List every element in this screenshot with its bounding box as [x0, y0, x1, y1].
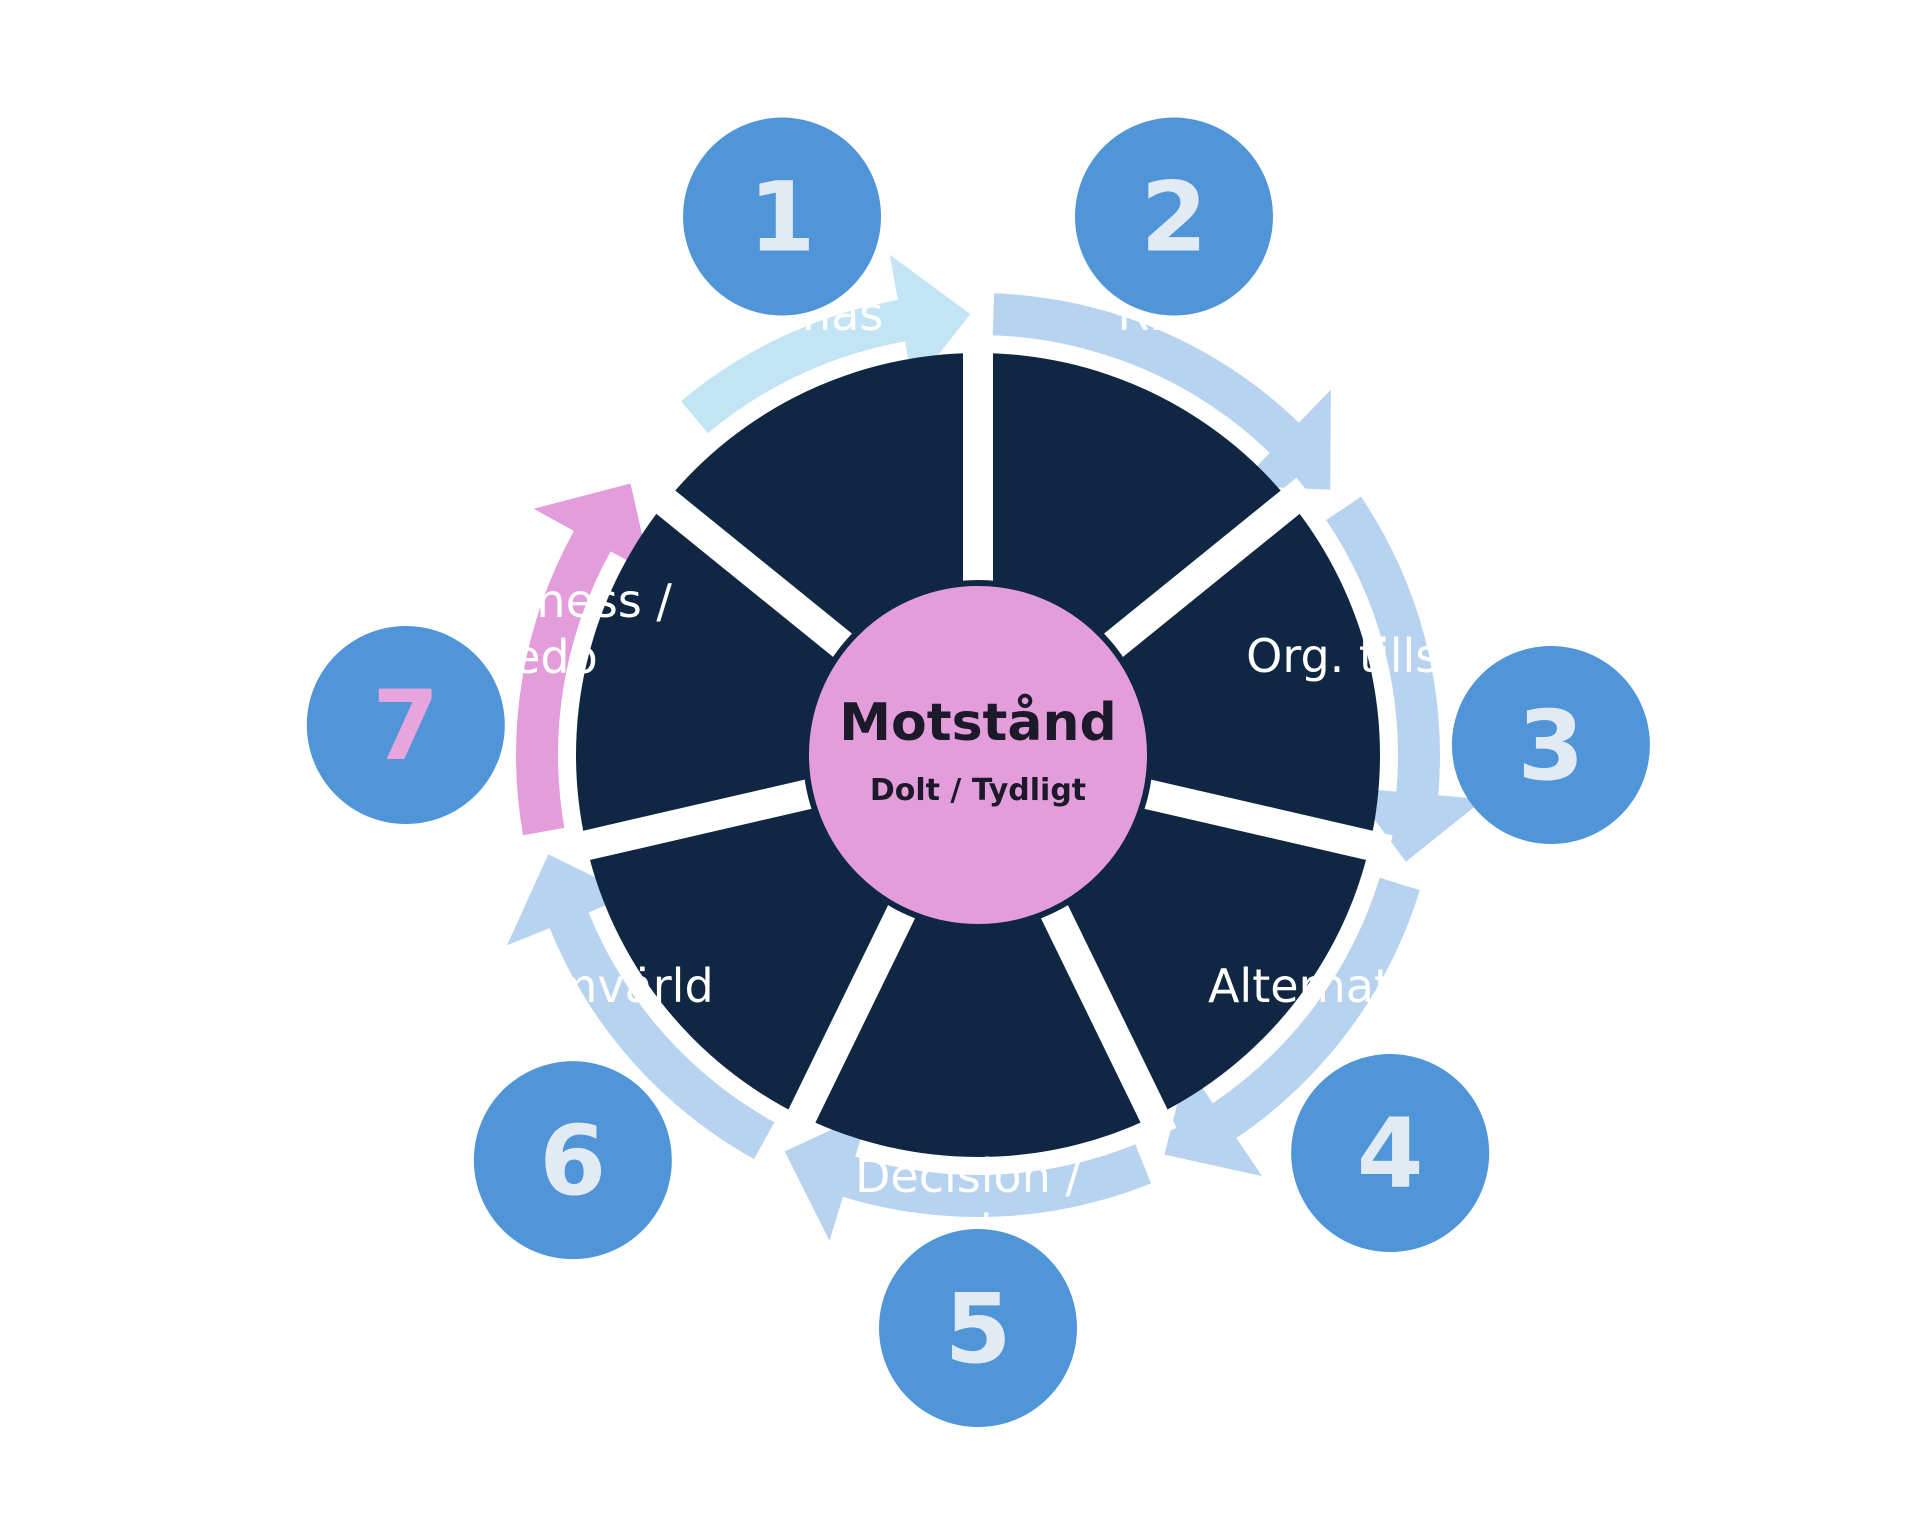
cycle-arrow-7 — [515, 483, 651, 836]
segment-divider — [1030, 883, 1177, 1141]
step-badge-7: 7 — [306, 626, 505, 825]
step-badge-circle — [1074, 117, 1273, 316]
segment-label-4: Alternativ — [1208, 959, 1432, 1013]
cycle-arrow-2 — [992, 293, 1331, 490]
segment-label-6: Omvärld — [516, 959, 713, 1013]
segment-label-line: Decision / — [855, 1149, 1081, 1203]
segment-label-line: Redo — [482, 630, 598, 684]
step-badge-6: 6 — [473, 1061, 672, 1260]
step-number: 1 — [749, 162, 816, 274]
step-badge-circle — [1451, 645, 1650, 844]
center-title: Motstånd — [839, 693, 1116, 753]
cycle-arrow-6 — [506, 854, 775, 1160]
step-badge-1: 1 — [683, 117, 882, 316]
segment-divider — [1085, 477, 1316, 673]
segment-divider — [563, 774, 836, 865]
center-subtitle: Dolt / Tydligt — [870, 773, 1086, 808]
segment-label-line: Alternativ — [1208, 959, 1432, 1013]
step-number: 3 — [1518, 690, 1585, 802]
center-circle — [803, 580, 1153, 930]
step-number: 2 — [1141, 162, 1208, 274]
step-number: 6 — [539, 1105, 606, 1217]
step-badge-circle — [1291, 1054, 1490, 1253]
cycle-arrow-1 — [681, 254, 971, 434]
step-number: 5 — [945, 1273, 1012, 1385]
step-badge-circle — [473, 1061, 672, 1260]
cycle-arrow-5 — [784, 1112, 1152, 1241]
step-number-badges: 1 2 3 4 5 6 7 — [306, 117, 1650, 1427]
segment-divider — [779, 883, 926, 1141]
wheel-segment-4 — [801, 755, 1155, 1157]
step-number: 7 — [372, 670, 439, 782]
center-hub: Motstånd Dolt / Tydligt — [803, 580, 1153, 930]
segment-divider — [1120, 774, 1393, 865]
step-badge-2: 2 — [1074, 117, 1273, 316]
cycle-arrows — [506, 254, 1485, 1241]
step-badge-circle — [879, 1229, 1077, 1427]
segment-divider — [640, 477, 871, 673]
step-badge-5: 5 — [879, 1229, 1077, 1427]
step-number: 4 — [1357, 1098, 1424, 1210]
segment-label-line: Omvärld — [516, 959, 713, 1013]
step-badge-4: 4 — [1291, 1054, 1490, 1253]
cycle-arrow-3 — [1326, 496, 1485, 862]
segment-label-7: Readiness /Redo — [408, 574, 672, 684]
step-badge-circle — [306, 626, 505, 825]
segment-label-line: Readiness / — [408, 574, 672, 628]
step-badge-3: 3 — [1451, 645, 1650, 844]
cycle-arrow-4 — [1164, 877, 1420, 1177]
step-badge-circle — [683, 117, 882, 316]
